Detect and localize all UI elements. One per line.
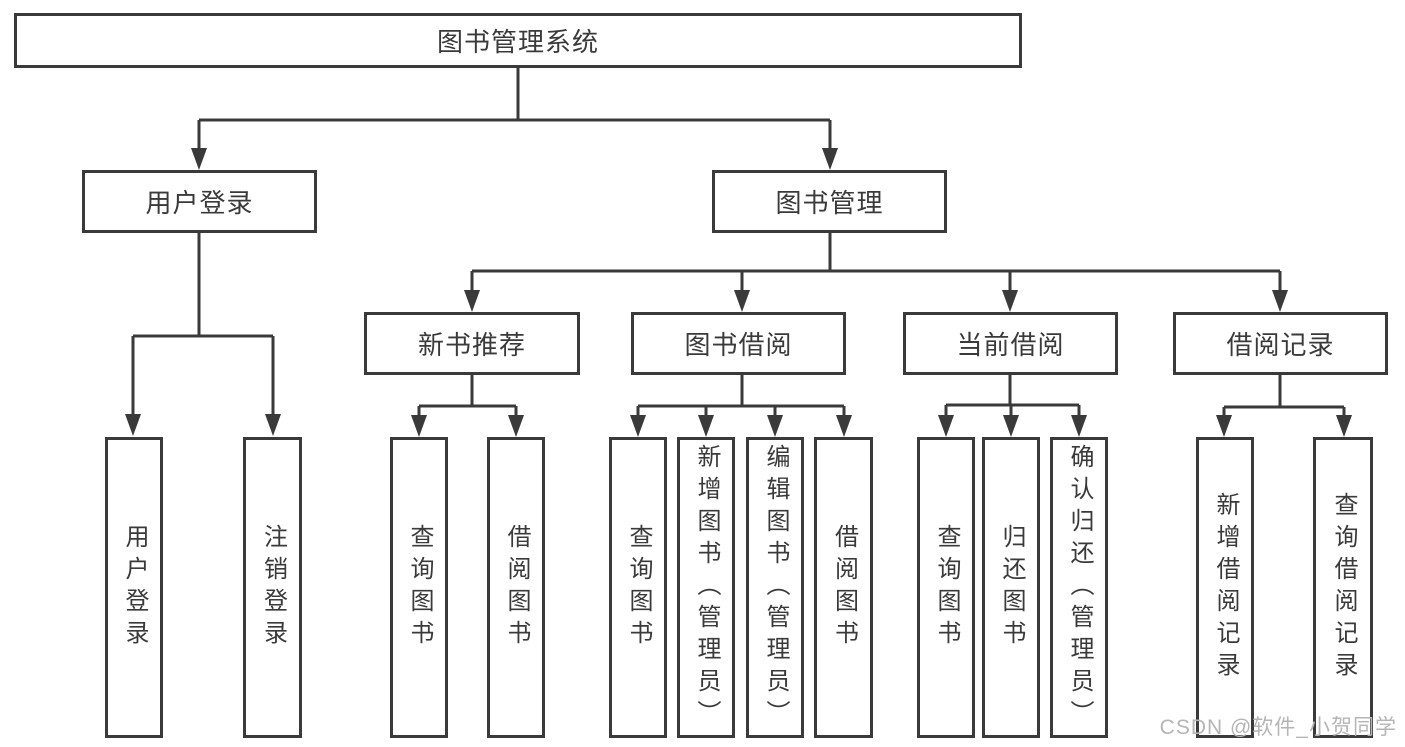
node-current-borrow: 当前借阅 (903, 312, 1118, 375)
csdn-watermark: CSDN @软件_小贺同学 (1159, 716, 1397, 739)
node-root-system: 图书管理系统 (14, 13, 1022, 68)
leaf-query-borrow-record: 查询借阅记录 (1313, 437, 1373, 738)
leaf-label: 查询借阅记录 (1330, 491, 1357, 684)
connector-new-book-recommend (411, 375, 524, 437)
node-book-management-group: 图书管理 (712, 170, 947, 233)
leaf-query-books-current: 查询图书 (917, 437, 975, 738)
leaf-logout: 注销登录 (243, 437, 302, 738)
leaf-label: 确认归还（管理员） (1066, 443, 1093, 732)
leaf-label: 注销登录 (259, 523, 287, 652)
node-book-borrow: 图书借阅 (631, 312, 846, 375)
leaf-query-books-recommend: 查询图书 (390, 437, 448, 738)
leaf-label: 借阅图书 (503, 523, 530, 652)
node-new-book-recommend: 新书推荐 (364, 312, 580, 375)
connector-borrow-records (1216, 375, 1352, 437)
leaf-add-borrow-record: 新增借阅记录 (1196, 437, 1254, 738)
leaf-label: 编辑图书（管理员） (762, 443, 789, 732)
connector-user-login (125, 233, 281, 436)
leaf-user-login: 用户登录 (105, 437, 163, 738)
node-user-login-group: 用户登录 (82, 170, 317, 233)
leaf-label: 查询图书 (933, 523, 960, 652)
leaf-label: 用户登录 (121, 523, 148, 652)
leaf-label: 查询图书 (625, 523, 652, 652)
connector-book-borrow (630, 375, 852, 437)
leaf-add-book-admin: 新增图书（管理员） (677, 437, 735, 738)
node-borrow-records: 借阅记录 (1173, 312, 1388, 375)
leaf-query-books-borrow: 查询图书 (609, 437, 667, 738)
connector-book-management (464, 233, 1288, 312)
leaf-edit-book-admin: 编辑图书（管理员） (746, 437, 804, 738)
connector-current-borrow (938, 375, 1087, 437)
leaf-return-book: 归还图书 (982, 437, 1040, 738)
connector-root (191, 68, 838, 170)
leaf-label: 新增图书（管理员） (693, 443, 720, 732)
leaf-label: 借阅图书 (830, 523, 858, 652)
leaf-confirm-return-admin: 确认归还（管理员） (1050, 437, 1108, 738)
leaf-borrow-books: 借阅图书 (814, 437, 873, 738)
leaf-label: 查询图书 (406, 523, 433, 652)
leaf-label: 归还图书 (998, 523, 1025, 652)
leaf-label: 新增借阅记录 (1212, 491, 1239, 684)
leaf-borrow-books-recommend: 借阅图书 (487, 437, 545, 738)
